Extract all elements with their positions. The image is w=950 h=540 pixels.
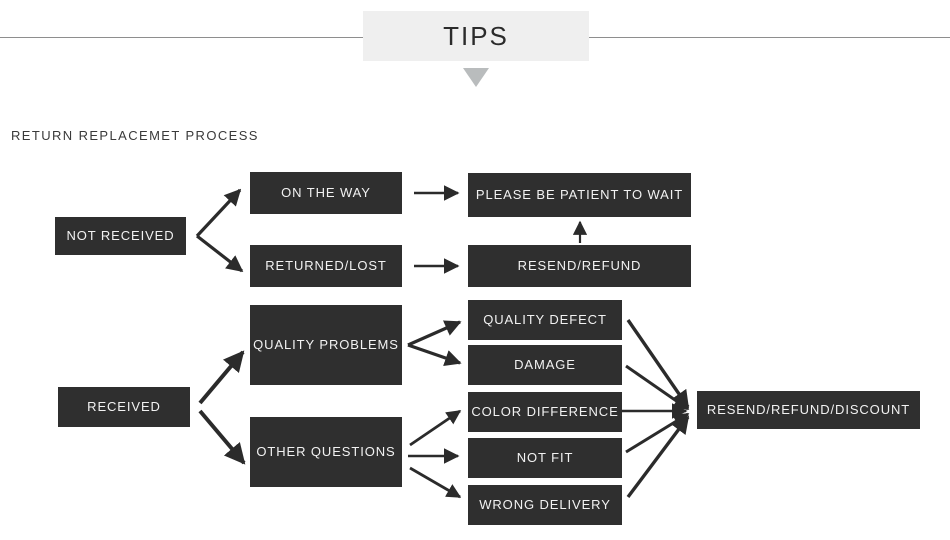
node-not-fit[interactable]: NOT FIT bbox=[468, 438, 622, 478]
node-other-questions[interactable]: OTHER QUESTIONS bbox=[250, 417, 402, 487]
edge-wrong-delivery-to-outcome bbox=[626, 415, 690, 499]
node-color-difference[interactable]: COLOR DIFFERENCE bbox=[468, 392, 622, 432]
tips-label: TIPS bbox=[443, 20, 509, 51]
edge-damage-to-outcome bbox=[625, 364, 690, 411]
node-quality-problems[interactable]: QUALITY PROBLEMS bbox=[250, 305, 402, 385]
node-wrong-delivery[interactable]: WRONG DELIVERY bbox=[468, 485, 622, 525]
edge-quality-defect-to-outcome bbox=[626, 319, 690, 409]
node-not-received[interactable]: NOT RECEIVED bbox=[55, 217, 186, 255]
node-please-be-patient-to-wait[interactable]: PLEASE BE PATIENT TO WAIT bbox=[468, 173, 691, 217]
edge-not-received-to-on-the-way bbox=[195, 188, 242, 238]
edge-received-to-quality-problems bbox=[198, 350, 245, 405]
node-quality-defect[interactable]: QUALITY DEFECT bbox=[468, 300, 622, 340]
edge-not-received-to-returned-lost bbox=[196, 234, 244, 273]
node-on-the-way[interactable]: ON THE WAY bbox=[250, 172, 402, 214]
edge-other-questions-to-color-difference bbox=[409, 409, 462, 447]
tips-banner: TIPS bbox=[363, 11, 589, 61]
edge-quality-problems-to-damage bbox=[407, 343, 462, 366]
node-damage[interactable]: DAMAGE bbox=[468, 345, 622, 385]
node-received[interactable]: RECEIVED bbox=[58, 387, 190, 427]
edge-quality-problems-to-quality-defect bbox=[407, 320, 462, 347]
section-title: RETURN REPLACEMET PROCESS bbox=[11, 128, 259, 143]
node-resend-refund[interactable]: RESEND/REFUND bbox=[468, 245, 691, 287]
triangle-down-icon bbox=[463, 68, 489, 87]
node-returned-lost[interactable]: RETURNED/LOST bbox=[250, 245, 402, 287]
edge-other-questions-to-wrong-delivery bbox=[409, 466, 462, 499]
edge-received-to-other-questions bbox=[198, 409, 246, 465]
node-resend-refund-discount[interactable]: RESEND/REFUND/DISCOUNT bbox=[697, 391, 920, 429]
header-band: TIPS bbox=[0, 0, 950, 100]
edge-not-fit-to-outcome bbox=[625, 412, 690, 454]
